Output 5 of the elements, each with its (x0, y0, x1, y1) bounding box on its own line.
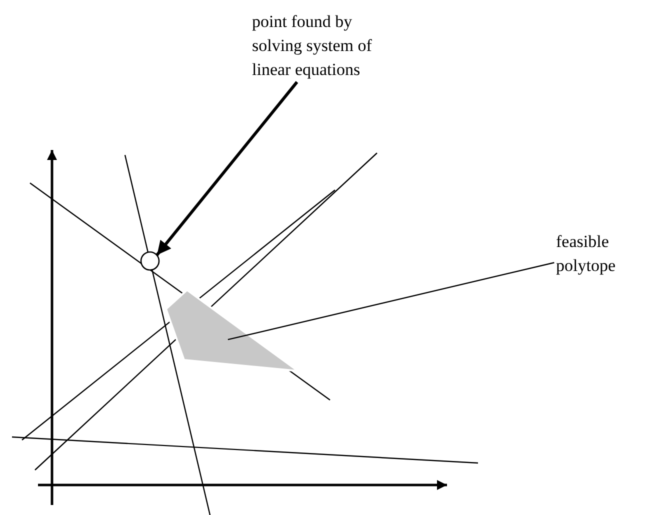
leader-line (228, 262, 554, 340)
annotation-text: point found by solving system of linear equations (252, 10, 402, 82)
annotation-text: feasible polytope (556, 230, 646, 278)
intersection-point (140, 251, 160, 271)
arrow (156, 81, 298, 256)
